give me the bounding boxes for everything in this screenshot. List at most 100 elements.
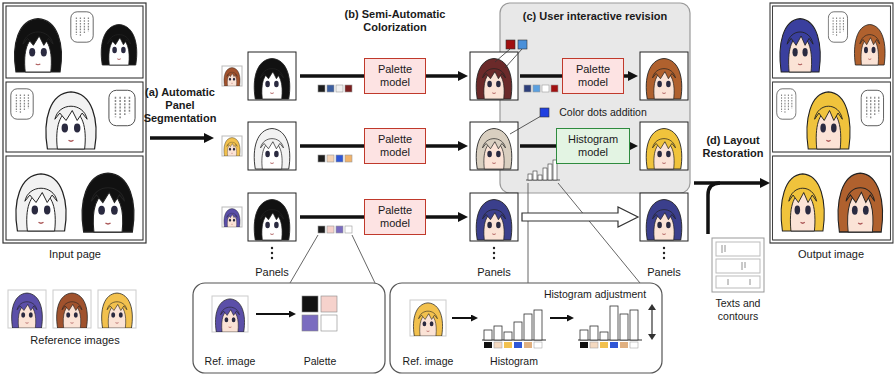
bar	[514, 322, 522, 340]
dot-leader	[495, 49, 510, 62]
palette-swatches	[318, 85, 352, 233]
callout-line	[558, 183, 640, 283]
dot	[663, 247, 665, 249]
swatch	[336, 226, 343, 233]
speech-bubble	[777, 89, 796, 119]
adjust-shaft	[651, 308, 652, 336]
dot	[493, 257, 495, 259]
swatch	[484, 342, 492, 348]
output-page	[770, 3, 893, 243]
panel-contour	[716, 242, 760, 256]
dot	[663, 257, 665, 259]
swatch	[590, 342, 598, 348]
hollow-arrow	[522, 207, 638, 227]
caption-label: Panels	[464, 266, 524, 279]
bar	[548, 164, 552, 180]
histogram-icon	[526, 160, 560, 180]
callout-line	[528, 183, 529, 283]
bar	[528, 174, 532, 180]
swatch	[336, 85, 343, 92]
bar	[543, 168, 547, 180]
ref-thumb	[224, 138, 240, 156]
color-dot	[518, 40, 527, 49]
ref-frame	[53, 290, 91, 328]
palette-grid	[302, 296, 337, 331]
dot	[493, 247, 495, 249]
color-dot	[540, 108, 549, 117]
swatch	[580, 342, 588, 348]
bar	[630, 310, 638, 340]
histogram	[482, 310, 546, 348]
character	[82, 173, 134, 232]
node-text: Palette model	[571, 63, 615, 88]
bar	[494, 326, 502, 340]
swatch	[345, 155, 352, 162]
speech-bubble	[109, 90, 135, 125]
swatch	[610, 342, 618, 348]
panel-contour	[716, 259, 760, 273]
ref-image	[413, 303, 442, 336]
panel	[640, 52, 688, 100]
histogram-model-box: Histogram model	[556, 128, 630, 164]
flow-arrow	[150, 136, 208, 140]
character	[254, 59, 290, 99]
panel	[248, 122, 296, 170]
character	[476, 200, 512, 240]
character	[780, 19, 820, 72]
swatch	[542, 85, 549, 92]
character	[476, 59, 512, 99]
swatch	[514, 342, 522, 348]
manga-panel	[6, 6, 143, 78]
dot-leader	[510, 116, 541, 134]
panel-region: Ref. imagePalette	[193, 283, 385, 373]
character	[854, 25, 885, 65]
reference-images	[8, 290, 136, 328]
bar	[533, 171, 537, 180]
bar	[620, 314, 628, 340]
swatch	[321, 296, 337, 312]
swatch	[318, 85, 325, 92]
panel-region: (c) User interactive revisionPalette mod…	[500, 3, 690, 193]
swatch	[318, 155, 325, 162]
node-text: (c) User interactive revision	[520, 10, 670, 23]
colorized-panels	[470, 52, 518, 241]
ref-frame	[212, 296, 248, 332]
speech-bubble	[828, 12, 847, 42]
ref-frame	[8, 290, 46, 328]
page-thumb	[712, 238, 764, 292]
manga-panel	[773, 82, 891, 152]
character	[476, 129, 512, 169]
character	[15, 19, 62, 72]
flow-arrow	[452, 317, 474, 319]
palette-swatches	[524, 85, 558, 92]
ref-thumb	[222, 66, 242, 86]
character	[254, 129, 290, 169]
swatch	[327, 155, 334, 162]
swatch	[318, 226, 325, 233]
swatch	[551, 85, 558, 92]
panel	[640, 122, 688, 170]
dot	[663, 252, 665, 254]
palette-model-box: Palette model	[562, 58, 624, 94]
character	[254, 200, 290, 240]
dot	[271, 247, 273, 249]
node-text: Palette model	[373, 133, 417, 158]
stage-heading: (b) Semi-Automatic Colorization	[333, 8, 458, 34]
character	[781, 174, 824, 231]
character	[16, 174, 66, 231]
node-text: Histogram model	[565, 133, 621, 158]
bar	[538, 175, 542, 180]
node-text: Ref. image	[393, 355, 463, 368]
ref-image	[57, 293, 88, 328]
region-shape	[390, 283, 662, 373]
callout-line	[352, 235, 375, 283]
swatch	[345, 226, 352, 233]
flow-arrow	[694, 181, 764, 185]
bar	[484, 330, 492, 340]
merge-arrow	[708, 183, 720, 234]
bar	[580, 330, 588, 340]
manga-panel	[773, 156, 891, 240]
input-page	[3, 3, 146, 243]
panel	[470, 52, 518, 100]
